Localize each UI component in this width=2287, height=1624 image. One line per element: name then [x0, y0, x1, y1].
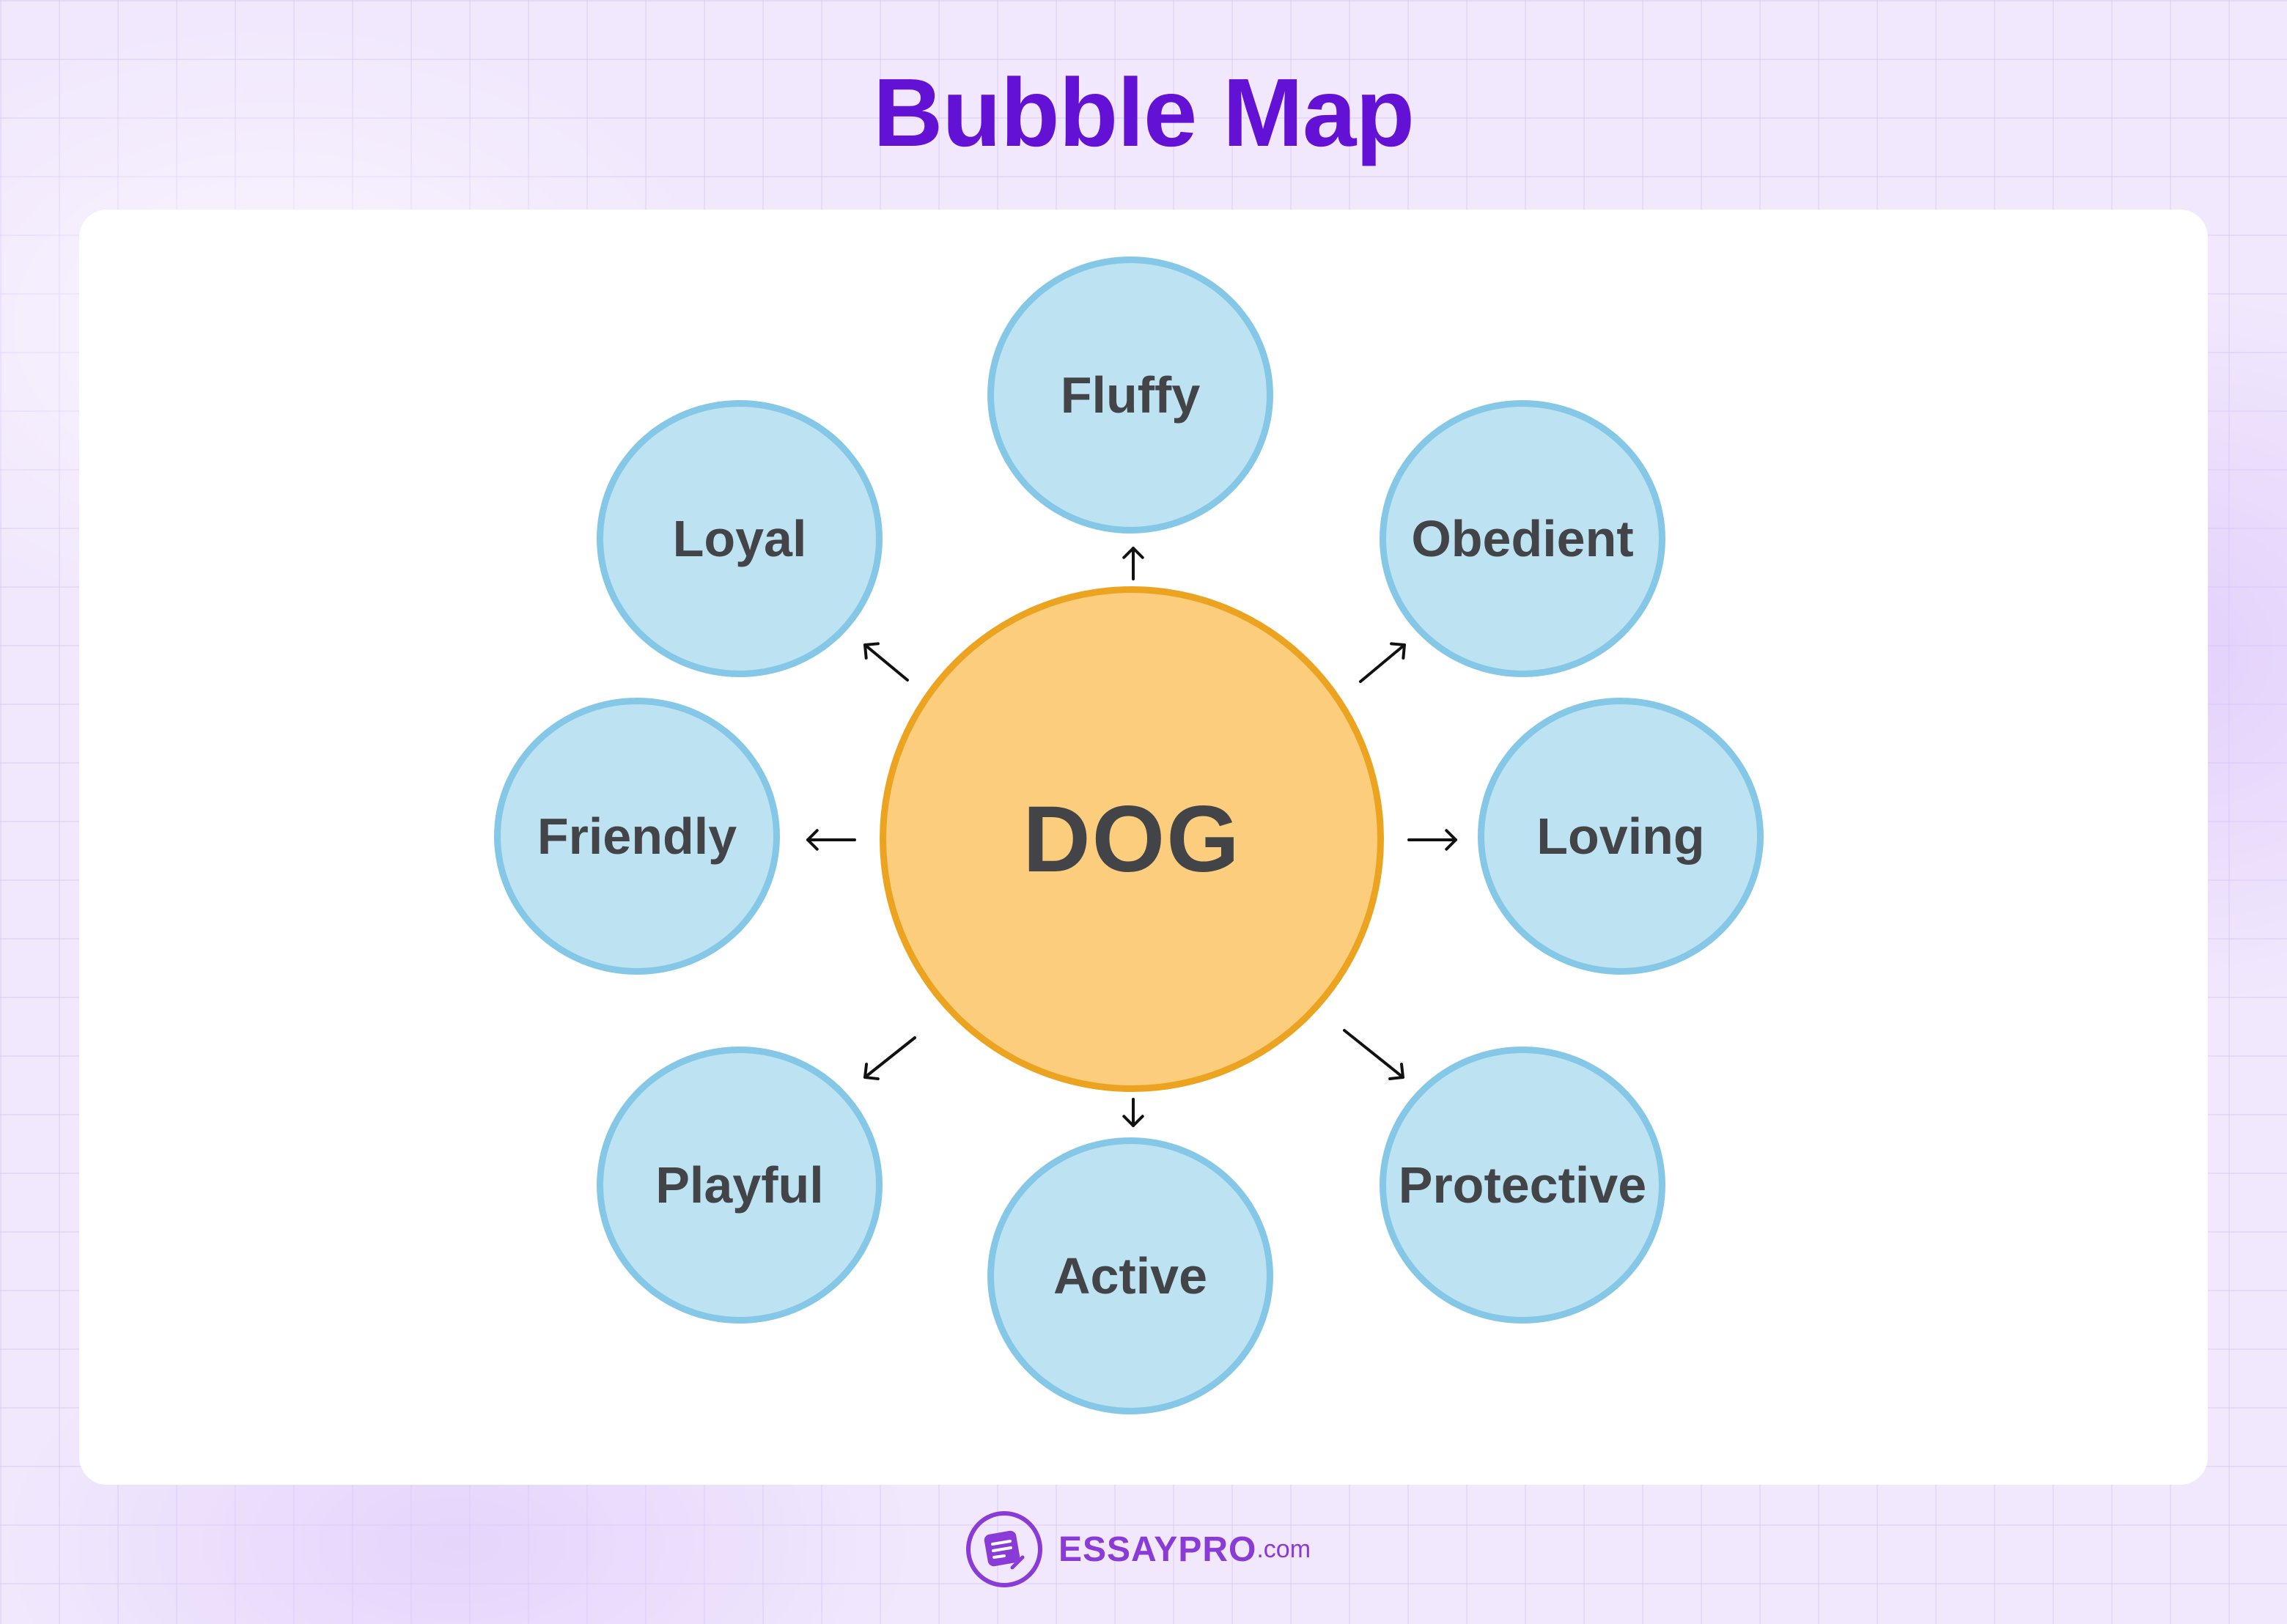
center-label: DOG	[1023, 786, 1241, 892]
arrow-to-loving	[1407, 829, 1457, 851]
arrow-to-loyal	[863, 642, 909, 682]
bubble-loving: Loving	[1478, 698, 1764, 975]
bubble-label: Obedient	[1411, 510, 1634, 567]
bubble-friendly: Friendly	[494, 698, 780, 975]
bubble-playful: Playful	[597, 1047, 883, 1324]
bubble-label: Fluffy	[1060, 366, 1201, 424]
essaypro-logo-icon	[966, 1511, 1042, 1587]
bubble-label: Active	[1053, 1247, 1208, 1304]
arrow-to-obedient	[1359, 642, 1406, 683]
bubble-loyal: Loyal	[597, 400, 883, 677]
bubble-label: Playful	[655, 1156, 824, 1214]
arrow-to-playful	[863, 1036, 916, 1081]
bubble-obedient: Obedient	[1380, 400, 1665, 677]
footer-logo: ESSAYPRO.com	[966, 1507, 1311, 1592]
bubble-fluffy: Fluffy	[987, 256, 1273, 534]
arrow-to-friendly	[806, 829, 856, 851]
bubble-label: Friendly	[537, 808, 737, 865]
page-title: Bubble Map	[873, 59, 1415, 166]
bubble-label: Loyal	[672, 510, 807, 567]
arrow-to-protective	[1343, 1029, 1404, 1080]
brand-suffix: .com	[1256, 1535, 1311, 1563]
bubble-active: Active	[987, 1137, 1273, 1414]
center-bubble: DOG	[880, 586, 1384, 1092]
bubble-protective: Protective	[1380, 1047, 1665, 1324]
arrow-to-active	[1122, 1098, 1144, 1127]
bubble-label: Protective	[1398, 1156, 1647, 1214]
brand-name: ESSAYPRO	[1058, 1529, 1257, 1569]
bubble-label: Loving	[1536, 808, 1705, 865]
arrow-to-fluffy	[1122, 547, 1144, 580]
